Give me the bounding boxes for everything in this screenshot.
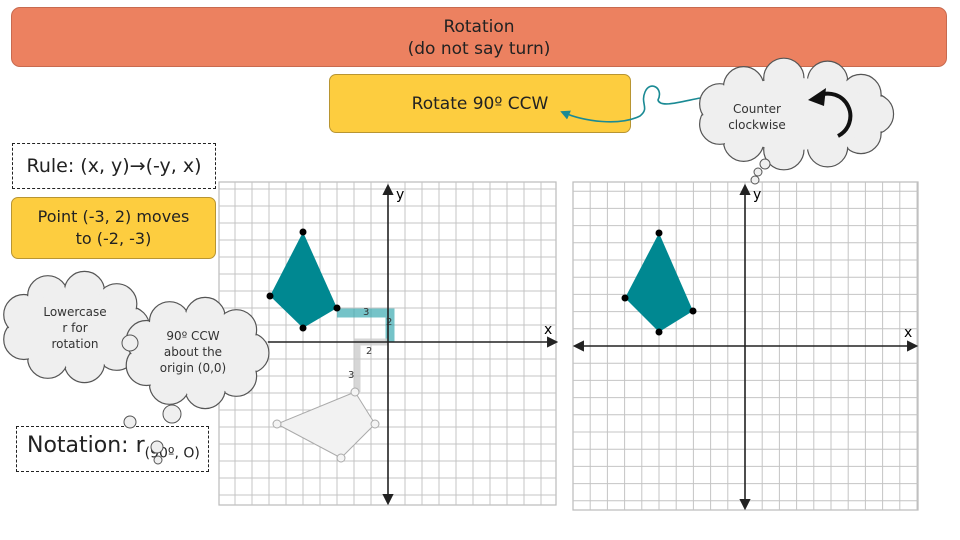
cloud-about-origin [125, 296, 270, 410]
right-x-label: x [904, 325, 912, 341]
thought-clouds [3, 57, 895, 465]
cloud-text-line: r for [62, 321, 88, 335]
thought-bubble [759, 158, 771, 170]
point-line2: to (-2, -3) [75, 229, 152, 248]
cloud-about-text: 90º CCW about the origin (0,0) [143, 328, 243, 376]
left-y-label: y [396, 187, 404, 203]
thought-bubble [162, 404, 182, 424]
seg-label: 3 [348, 370, 354, 381]
thought-bubble [123, 415, 137, 429]
cloud-text-line: about the [163, 345, 223, 359]
thought-bubble [153, 455, 163, 465]
cloud-text-line: clockwise [728, 118, 786, 132]
image-vertices [272, 387, 380, 463]
cloud-lowercase [3, 270, 151, 384]
cloud-text-line: rotation [51, 337, 99, 351]
thought-bubble [750, 175, 760, 185]
right-vertices [621, 229, 697, 336]
point-box: Point (-3, 2) moves to (-2, -3) [11, 197, 216, 259]
seg-label: 3 [363, 307, 369, 318]
connector-arrow [560, 85, 701, 123]
ccw-rotation-icon [817, 91, 853, 138]
thought-bubble [150, 440, 164, 454]
cloud-ccw-text: Counter clockwise [712, 101, 802, 133]
left-x-label: x [544, 322, 552, 338]
cloud-text-line: origin (0,0) [159, 361, 227, 375]
right-shape [625, 233, 693, 332]
thought-bubble [121, 334, 139, 352]
rule-box: Rule: (x, y)→(-y, x) [12, 143, 216, 189]
pre-image-vertices [266, 228, 341, 332]
subtitle-text: (do not say turn) [407, 39, 551, 59]
title-text: Rotation [443, 17, 515, 37]
cloud-text-line: Lowercase [43, 305, 107, 319]
cloud-text-line: Counter [733, 102, 781, 116]
right-y-label: y [753, 187, 761, 203]
rotate-label-box: Rotate 90º CCW [329, 74, 631, 133]
pre-image-shape [270, 232, 337, 328]
cloud-lowercase-text: Lowercase r for rotation [30, 304, 120, 352]
thought-bubble [753, 167, 763, 177]
seg-label: 2 [386, 317, 392, 328]
notation-box: Notation: r(90º, O) [16, 426, 209, 472]
ccw-arrowhead-icon [808, 88, 826, 106]
seg-label: 2 [366, 346, 372, 357]
point-line1: Point (-3, 2) moves [37, 207, 190, 226]
title-banner: Rotation (do not say turn) [11, 7, 947, 67]
cloud-text-line: 90º CCW [166, 329, 220, 343]
notation-prefix: Notation: r [27, 433, 145, 458]
